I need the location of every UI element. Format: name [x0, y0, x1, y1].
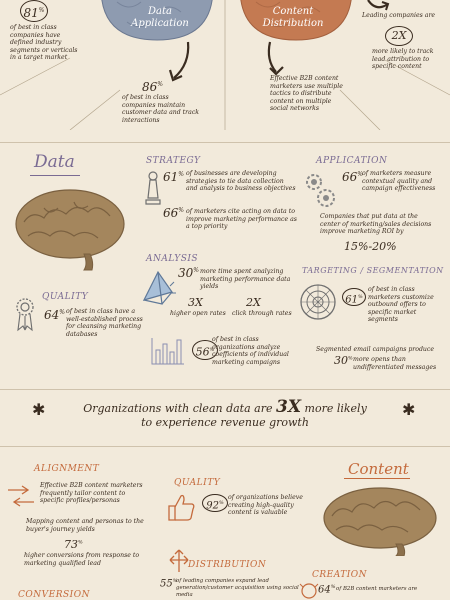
alignment-text: Mapping content and personas to the buye… [26, 518, 144, 533]
top-strip: 81% of best in class companies have defi… [0, 0, 450, 130]
stat-text: of best in class organizations analyze c… [212, 336, 289, 366]
targeting-text: Segmented email campaigns produce [316, 346, 435, 353]
stat-text: of marketers cite acting on data to impr… [186, 208, 297, 231]
targeting-heading: TARGETING / SEGMENTATION [302, 266, 444, 275]
target-icon [300, 284, 336, 320]
arrows-icon [8, 485, 34, 507]
metric-text: higher open rates [170, 310, 226, 317]
stat-number: 66% [163, 206, 184, 220]
roi-range: 15%-20% [344, 240, 397, 253]
stat-number: 86% [142, 80, 163, 94]
revenue-banner: ✱ ✱ Organizations with clean data are 3X… [0, 397, 450, 434]
distribution-heading: DISTRIBUTION [188, 560, 267, 570]
stat-number: 30% [178, 266, 199, 280]
alignment-text: higher conversions from response to mark… [24, 552, 140, 567]
banner-text: more likely [304, 402, 367, 415]
arrow-down-icon [367, 0, 390, 11]
stat-number: 61% [163, 170, 184, 184]
arrow-down-icon [267, 41, 284, 76]
gears-icon [306, 174, 335, 207]
stat-circle: 81% [20, 0, 48, 22]
strategy-heading: STRATEGY [146, 156, 201, 166]
stat-number: 73% [64, 538, 83, 551]
creation-heading: CREATION [312, 570, 368, 580]
divider [0, 446, 450, 447]
prism-icon [142, 270, 176, 305]
title-underline [30, 175, 80, 176]
divider [0, 142, 450, 143]
asterisk-icon: ✱ [402, 400, 416, 419]
arrow-down-icon [168, 41, 190, 82]
stat-text: of best in class marketers customize out… [368, 286, 434, 324]
stat-text: more time spent analyzing marketing perf… [200, 268, 291, 291]
chess-pawn-icon [145, 171, 161, 205]
stat-number: 55% [160, 578, 178, 590]
analysis-heading: ANALYSIS [146, 254, 199, 264]
metric-value: 3X [188, 296, 203, 309]
divider [0, 389, 450, 390]
brain-icon [15, 189, 125, 271]
bar-chart-icon [151, 338, 184, 365]
stat-text: of best in class companies maintain cust… [122, 94, 200, 124]
alignment-heading: ALIGNMENT [34, 464, 100, 474]
orange-brain [240, 0, 352, 41]
section-title-content: Content [348, 460, 409, 478]
data-application-label: Data Application [131, 6, 189, 29]
stat-number: 64% [44, 308, 65, 322]
stat-circle: 92% [202, 494, 228, 512]
distribution-arrows-icon [169, 549, 189, 572]
section-title-data: Data [34, 152, 75, 172]
stat-text: of organizations believe creating high-q… [228, 494, 303, 517]
banner-emphasis: 3X [276, 397, 302, 417]
stat-circle: 2X [385, 26, 413, 46]
conversion-heading: CONVERSION [18, 590, 90, 600]
alignment-text: Effective B2B content marketers frequent… [40, 482, 143, 505]
lightbulb-icon [299, 583, 319, 599]
stat-circle: 56% [192, 340, 218, 360]
stat-circle: 61% [342, 288, 366, 306]
blue-brain [101, 0, 213, 41]
title-underline [344, 478, 410, 479]
content-distribution-text: Effective B2B content marketers use mult… [270, 75, 343, 113]
metric-text: click through rates [232, 310, 292, 317]
asterisk-icon: ✱ [32, 400, 46, 419]
quality-heading: QUALITY [42, 292, 89, 302]
banner-text: to experience revenue growth [141, 416, 309, 429]
stat-number: 64% [318, 584, 336, 596]
stat-text: of best in class have a well-established… [66, 308, 143, 338]
banner-text: Organizations with clean data are [83, 402, 273, 415]
application-heading: APPLICATION [316, 156, 388, 166]
brain-icon [323, 487, 437, 556]
stat-text: more opens than undifferentiated message… [353, 356, 437, 371]
stat-text: of best in class companies have defined … [10, 24, 78, 62]
metric-value: 2X [246, 296, 261, 309]
ray-lines [0, 0, 450, 130]
stat-text: of leading companies expand lead generat… [176, 578, 299, 598]
thumbs-up-icon [168, 494, 195, 521]
stat-text: of B2B content marketers are [336, 586, 418, 592]
stat-number: 66% [342, 170, 363, 184]
stat-text: more likely to track lead attribution to… [372, 48, 434, 71]
content-distribution-label: Content Distribution [262, 6, 324, 29]
stat-number: 30% [334, 354, 353, 367]
right-lead-text: Leading companies are [362, 12, 436, 19]
stat-text: of businesses are developing strategies … [186, 170, 296, 193]
stat-text: of marketers measure contextual quality … [362, 170, 436, 193]
application-text: Companies that put data at the center of… [320, 213, 432, 236]
ribbon-badge-icon [16, 298, 34, 332]
content-quality-heading: QUALITY [174, 478, 221, 488]
